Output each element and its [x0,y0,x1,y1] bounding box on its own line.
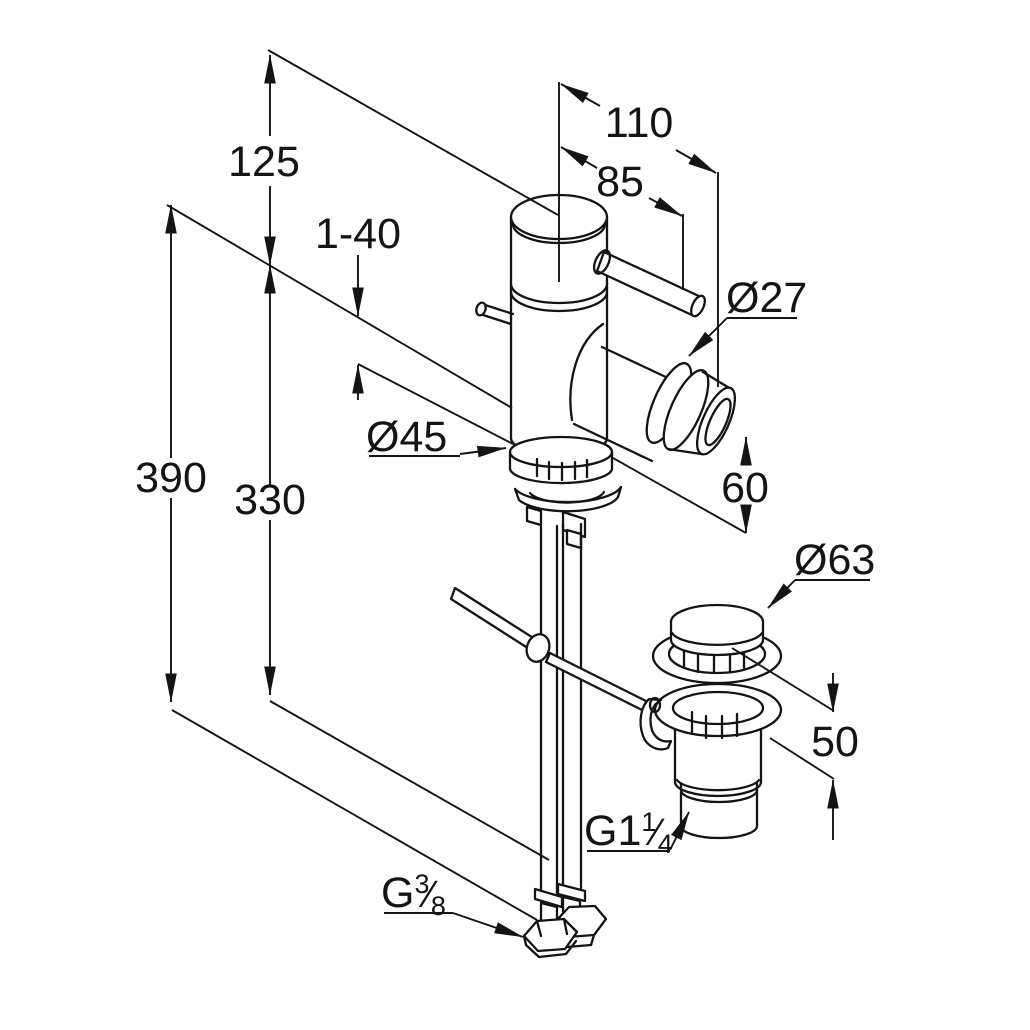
faucet-lever-handle [592,249,706,318]
faucet-spout [572,345,737,463]
dim-label-d45: Ø45 [366,413,447,461]
dim-60: 60 [721,436,769,534]
dim-label-110: 110 [605,99,674,147]
dim-1-40: 1-40 [315,210,401,400]
dim-label-125: 125 [228,138,300,186]
popup-waste-assembly [639,603,783,840]
bidet-mixer-figure [449,193,783,959]
dim-label-1-40: 1-40 [315,210,401,258]
dim-110: 110 [560,83,717,174]
base-flange-and-mounting [508,435,623,550]
popup-rod-linkage [449,586,652,714]
dim-label-60: 60 [721,464,769,512]
callout-waste-diameter: Ø63 [767,536,875,609]
dim-label-85: 85 [596,158,644,206]
popup-knob [475,301,515,326]
dimension-annotations: 125 1-40 390 330 110 85 [135,49,875,938]
aerator-opening [704,397,732,447]
handle-end-cap [690,294,706,318]
mounting-nut [565,528,583,550]
linkage-ball-joint [525,633,551,663]
dim-390: 390 [135,204,207,703]
waste-lever-bracket [639,697,673,751]
waste-cap [669,603,765,657]
callout-base-diameter: Ø45 [366,413,507,461]
dim-label-g3-8: G3⁄8 [381,869,446,921]
dim-330: 330 [234,264,306,696]
dim-label-50: 50 [811,718,859,766]
dim-label-d63: Ø63 [794,536,875,584]
dim-50: 50 [811,673,859,840]
dim-label-390: 390 [135,454,207,502]
faucet-body [475,193,609,457]
dim-125: 125 [228,54,300,266]
callout-spout-diameter: Ø27 [688,274,807,357]
dim-label-330: 330 [234,476,306,524]
reference-extension-lines [166,49,835,921]
callout-supply-thread: G3⁄8 [381,869,524,938]
supply-hoses [522,522,608,959]
dim-85: 85 [560,146,683,217]
callout-drain-thread: G11⁄4 [584,807,690,859]
handle-socket [592,249,612,275]
dim-label-d27: Ø27 [726,274,807,322]
dim-label-g1-1-4: G11⁄4 [584,807,673,859]
